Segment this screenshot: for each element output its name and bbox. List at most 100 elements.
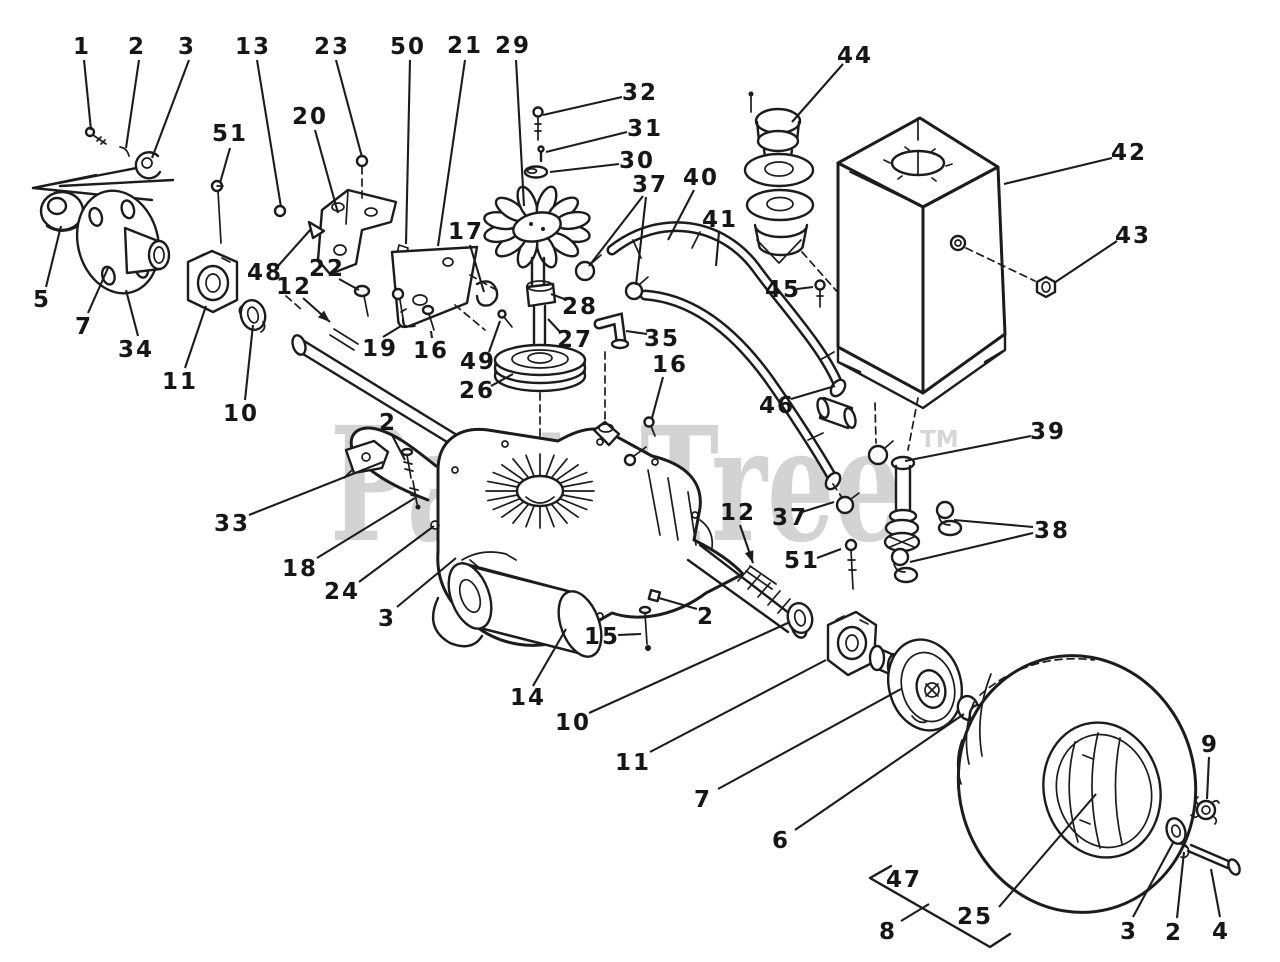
leader-line-37 xyxy=(634,196,648,286)
leader-line-14 xyxy=(532,628,567,687)
callout-6: 6 xyxy=(772,828,790,854)
leader-line-32 xyxy=(542,95,623,117)
reservoir-tank-42 xyxy=(836,116,1036,410)
leader-line-7 xyxy=(717,688,902,790)
callout-11: 11 xyxy=(615,750,651,776)
hose-40 xyxy=(606,221,844,390)
stud-2-18 xyxy=(400,447,421,510)
leader-line-49 xyxy=(488,320,501,353)
flange-bushing-10b xyxy=(786,601,814,635)
leader-line-51 xyxy=(218,147,232,184)
leader-line-22 xyxy=(338,278,360,291)
leader-line-39 xyxy=(904,434,1032,463)
callout-13: 13 xyxy=(235,34,271,60)
callout-27: 27 xyxy=(557,327,593,353)
leader-line-50 xyxy=(404,59,412,245)
leader-line-45 xyxy=(796,285,814,291)
leader-line-10 xyxy=(588,621,791,714)
wheel-hub-7b xyxy=(887,638,963,732)
wheel-group xyxy=(868,654,1198,949)
leader-line-26 xyxy=(490,373,514,387)
tire-tread-marks xyxy=(956,673,992,785)
leader-line-35 xyxy=(625,329,648,336)
leader-line-6 xyxy=(794,713,965,831)
leader-line-38 xyxy=(909,531,1034,564)
nut-2c xyxy=(647,588,662,603)
callout-14: 14 xyxy=(510,685,546,711)
callout-41: 41 xyxy=(702,207,738,233)
callout-3: 3 xyxy=(378,606,396,632)
leader-line-11 xyxy=(184,305,207,369)
leader-line-44 xyxy=(791,63,844,123)
callout-16: 16 xyxy=(652,352,688,378)
shaft-key-12 xyxy=(329,328,359,351)
leader-line-9 xyxy=(1205,756,1211,800)
callout-39: 39 xyxy=(1030,419,1066,445)
leader-line-27 xyxy=(547,318,562,334)
wheel-rim-25 xyxy=(1042,721,1162,859)
callout-2: 2 xyxy=(128,34,146,60)
standpipe-39 xyxy=(883,455,921,553)
callout-2: 2 xyxy=(1165,920,1183,946)
callout-3: 3 xyxy=(178,34,196,60)
flange-nut-9 xyxy=(1190,796,1220,825)
callout-48: 48 xyxy=(247,260,283,286)
leader-line-23 xyxy=(334,59,364,158)
leader-line-33 xyxy=(248,461,384,516)
leader-line-2 xyxy=(1175,851,1186,919)
hose-clamp-37d xyxy=(835,495,855,515)
bolt-16 xyxy=(421,304,435,316)
fan-blades xyxy=(483,185,591,269)
screw-22 xyxy=(353,284,371,298)
callout-16: 16 xyxy=(413,338,449,364)
callout-49: 49 xyxy=(460,349,496,375)
screw-19 xyxy=(391,287,405,301)
leader-line-16 xyxy=(429,330,434,339)
leader-line-11 xyxy=(649,659,827,753)
callout-2: 2 xyxy=(379,410,397,436)
callout-26: 26 xyxy=(459,378,495,404)
callout-31: 31 xyxy=(627,116,663,142)
callout-30: 30 xyxy=(619,148,655,174)
callout-11: 11 xyxy=(162,369,198,395)
leader-line-16 xyxy=(650,376,665,419)
callout-12: 12 xyxy=(276,274,312,300)
leader-line-48 xyxy=(277,228,312,267)
hose-clamp-37c xyxy=(867,444,889,466)
leader-line-28 xyxy=(550,293,568,301)
washer-2 xyxy=(119,146,130,157)
callout-51: 51 xyxy=(212,121,248,147)
retaining-ring-3 xyxy=(134,151,162,180)
leader-line-2 xyxy=(124,59,141,149)
elbow-fitting-35 xyxy=(593,312,630,350)
bolt-15 xyxy=(638,605,652,651)
leader-line-25 xyxy=(998,793,1097,908)
bolt-51b xyxy=(844,538,858,590)
leader-line-40 xyxy=(667,189,695,241)
leader-line-3 xyxy=(396,557,457,608)
cylinder-14 xyxy=(431,551,603,658)
elbow-fitting-38a xyxy=(935,500,963,537)
callout-8: 8 xyxy=(879,919,897,945)
axle-bolt-4 xyxy=(1179,842,1241,876)
callout-21: 21 xyxy=(447,33,483,59)
callout-5: 5 xyxy=(33,287,51,313)
bolt-24 xyxy=(430,520,440,530)
screw-45 xyxy=(814,279,826,291)
leader-line-8 xyxy=(900,903,930,922)
callout-37: 37 xyxy=(632,172,668,198)
callout-3: 3 xyxy=(1120,919,1138,945)
grouping-bracket-47-8 xyxy=(868,864,1012,949)
leader-line-29 xyxy=(514,59,526,207)
callout-28: 28 xyxy=(562,294,598,320)
callout-42: 42 xyxy=(1111,140,1147,166)
flange-bushing-10 xyxy=(239,298,267,332)
parts-artwork xyxy=(31,91,1241,949)
leader-line-4 xyxy=(1209,868,1222,918)
cooling-fan-29 xyxy=(512,211,562,243)
leader-line-20 xyxy=(313,129,340,214)
transaxle-group xyxy=(343,420,808,658)
leader-line-51 xyxy=(816,548,842,559)
leader-line-2 xyxy=(658,596,698,611)
